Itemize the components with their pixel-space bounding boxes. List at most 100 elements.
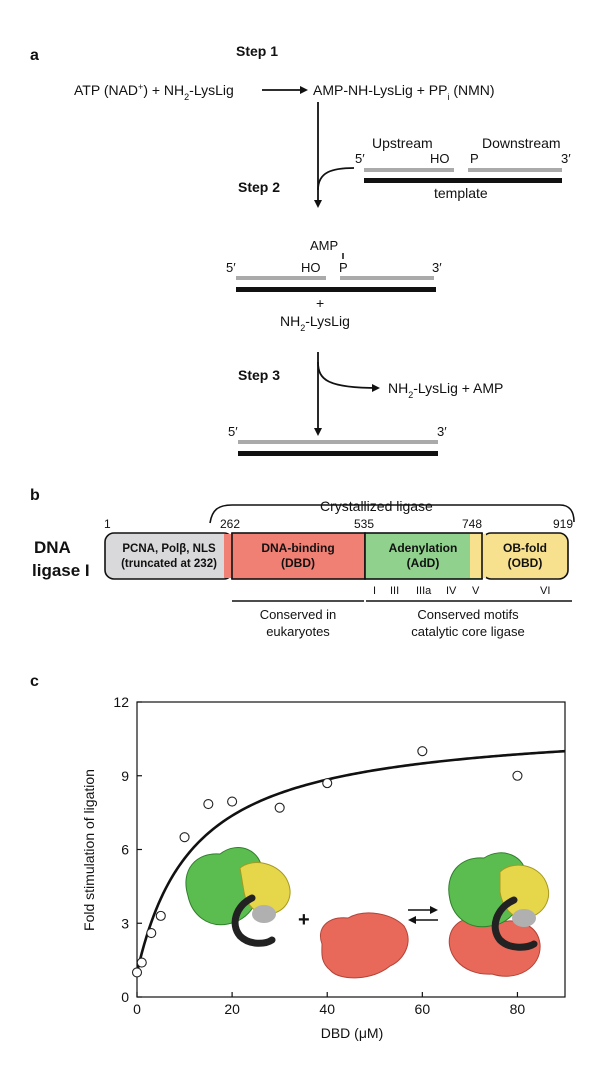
data-point bbox=[179, 832, 190, 843]
intermediate-ho: HO bbox=[301, 260, 321, 275]
fit-curve bbox=[135, 749, 566, 973]
domain-obd-line2: (OBD) bbox=[508, 556, 543, 570]
intermediate-five-prime: 5′ bbox=[226, 260, 236, 275]
data-point bbox=[131, 967, 143, 978]
panel-b-label: b bbox=[30, 487, 40, 504]
conserved-right-line1: Conserved motifs bbox=[417, 607, 519, 622]
dna-backbone-surface bbox=[252, 905, 276, 923]
plus-sign-a: + bbox=[316, 295, 324, 311]
data-point bbox=[136, 957, 147, 968]
upstream-label: Upstream bbox=[372, 135, 433, 151]
panel-c-label: c bbox=[30, 673, 39, 690]
conserved-right-line2: catalytic core ligase bbox=[411, 624, 524, 639]
domain-add bbox=[364, 532, 483, 580]
residue-262: 262 bbox=[220, 517, 240, 531]
y-tick-label: 12 bbox=[113, 694, 129, 710]
complex-dna-backbone-surface bbox=[512, 909, 536, 927]
residue-919: 919 bbox=[553, 517, 573, 531]
ligase-dbd-complex-illustration bbox=[448, 852, 549, 977]
product-three-prime: 3′ bbox=[437, 424, 447, 439]
motif-I: I bbox=[373, 585, 376, 597]
domain-pcna-line1: PCNA, Polβ, NLS bbox=[122, 543, 216, 555]
motif-III: III bbox=[390, 585, 399, 597]
x-tick-label: 40 bbox=[319, 1001, 335, 1017]
y-axis-label: Fold stimulation of ligation bbox=[81, 769, 97, 931]
motif-IV: IV bbox=[446, 585, 457, 597]
template-label: template bbox=[434, 185, 488, 201]
product-template-strand bbox=[238, 451, 438, 456]
product-five-prime: 5′ bbox=[228, 424, 238, 439]
data-point bbox=[227, 796, 238, 807]
p-label: P bbox=[470, 151, 479, 166]
domain-obd-line1: OB-fold bbox=[503, 541, 547, 555]
panel-a-label: a bbox=[30, 47, 39, 64]
five-prime-label: 5′ bbox=[355, 151, 365, 166]
crystallized-bracket bbox=[209, 504, 575, 524]
domain-pcna-line2: (truncated at 232) bbox=[121, 558, 217, 570]
intermediate-upstream-strand bbox=[236, 276, 326, 280]
complex-dna-strand bbox=[491, 896, 538, 951]
conserved-left-line2: eukaryotes bbox=[266, 624, 330, 639]
x-tick-label: 60 bbox=[415, 1001, 431, 1017]
sealed-strand bbox=[238, 440, 438, 444]
x-tick-label: 20 bbox=[224, 1001, 240, 1017]
domain-dbd-line2: (DBD) bbox=[281, 556, 315, 570]
y-tick-label: 3 bbox=[121, 915, 129, 931]
step-2-curve bbox=[317, 167, 355, 191]
downstream-label: Downstream bbox=[482, 135, 561, 151]
template-strand bbox=[364, 178, 562, 183]
domain-add-line2: (AdD) bbox=[407, 556, 440, 570]
domain-dbd-line1: DNA-binding bbox=[261, 541, 334, 555]
data-point bbox=[274, 802, 285, 813]
reaction-substrates: ATP (NAD+) + NH2-LysLig bbox=[74, 82, 234, 102]
domain-dbd bbox=[231, 532, 366, 580]
data-point bbox=[512, 770, 523, 781]
reaction-products: AMP-NH-LysLig + PPi (NMN) bbox=[313, 82, 495, 102]
step-2-label: Step 2 bbox=[238, 179, 280, 195]
data-point bbox=[155, 910, 166, 921]
dna-strand bbox=[231, 894, 276, 947]
x-axis-label: DBD (μM) bbox=[321, 1025, 384, 1041]
data-point bbox=[146, 928, 157, 939]
intermediate-downstream-strand bbox=[340, 276, 434, 280]
protein-name-line2: ligase I bbox=[32, 561, 90, 580]
downstream-strand bbox=[468, 168, 562, 172]
data-point bbox=[322, 778, 333, 789]
data-point bbox=[203, 798, 214, 810]
y-tick-label: 9 bbox=[121, 768, 129, 784]
domain-dbd-fill bbox=[224, 534, 236, 578]
domain-map: PCNA, Polβ, NLS (truncated at 232) DNA-b… bbox=[104, 532, 569, 580]
y-tick-label: 6 bbox=[121, 842, 129, 858]
residue-748: 748 bbox=[462, 517, 482, 531]
protein-name-line1: DNA bbox=[34, 538, 71, 557]
domain-obd-fill bbox=[470, 534, 486, 578]
conserved-left-line1: Conserved in bbox=[260, 607, 337, 622]
intermediate-p: P bbox=[339, 260, 348, 275]
residue-1: 1 bbox=[104, 517, 111, 531]
intermediate-template-strand bbox=[236, 287, 436, 292]
upstream-strand bbox=[364, 168, 454, 172]
ligase-label: NH2-LysLig bbox=[280, 313, 350, 333]
data-point bbox=[417, 746, 428, 757]
three-prime-label: 3′ bbox=[561, 151, 571, 166]
data-points bbox=[131, 746, 523, 978]
ho-label: HO bbox=[430, 151, 450, 166]
panel-b: b Crystallized ligase DNA ligase I 1 262… bbox=[30, 487, 575, 639]
ligase-complex-illustration bbox=[185, 847, 291, 947]
intermediate-three-prime: 3′ bbox=[432, 260, 442, 275]
x-tick-label: 80 bbox=[510, 1001, 526, 1017]
crystallized-label: Crystallized ligase bbox=[320, 498, 433, 514]
motif-V: V bbox=[472, 585, 480, 597]
dbd-surface bbox=[320, 912, 409, 979]
equation-plus: + bbox=[298, 909, 310, 931]
released-products: NH2-LysLig + AMP bbox=[388, 380, 503, 400]
step-3-release-arrow bbox=[317, 361, 380, 392]
residue-535: 535 bbox=[354, 517, 374, 531]
y-tick-label: 0 bbox=[121, 989, 129, 1005]
amp-label: AMP bbox=[310, 238, 338, 253]
panel-a: a Step 1 ATP (NAD+) + NH2-LysLig AMP-NH-… bbox=[30, 43, 571, 456]
